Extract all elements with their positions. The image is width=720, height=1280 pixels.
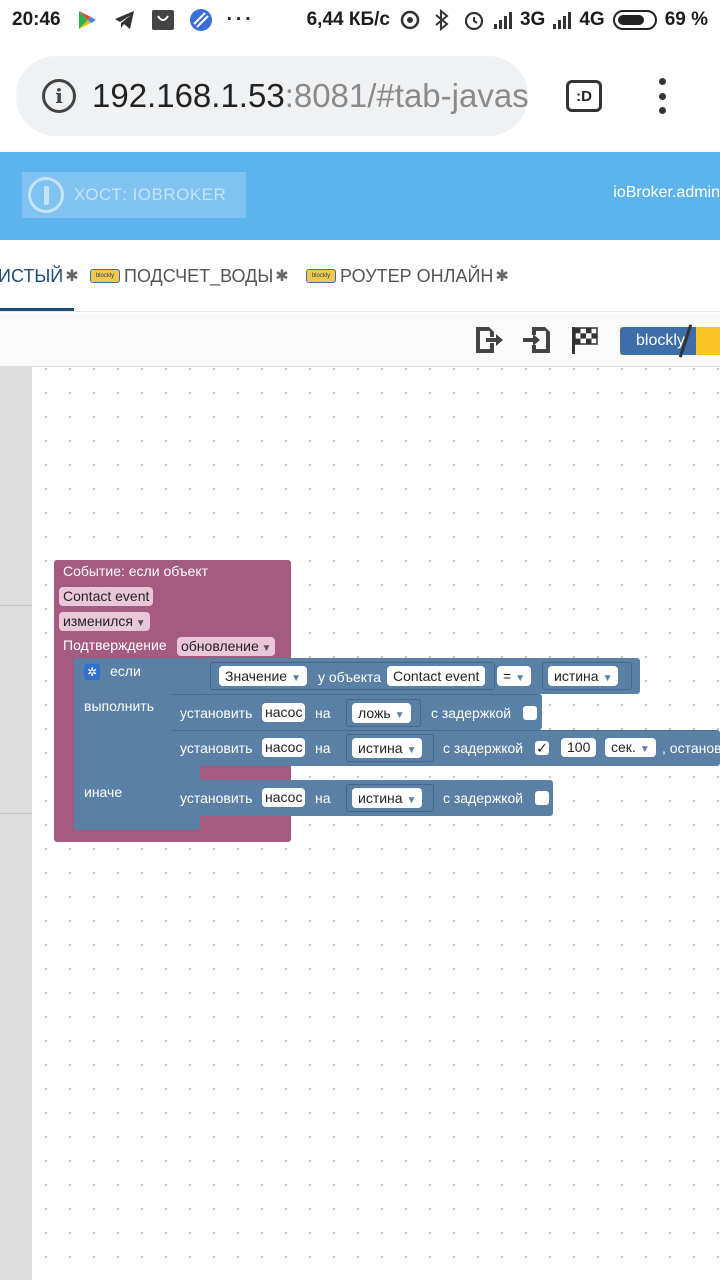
alarm-icon [464,11,484,31]
network-type-2: 4G [579,9,605,30]
set2-delay-label: с задержкой [443,740,524,756]
if-label: если [110,663,141,679]
battery-percent: 69 % [664,9,708,30]
google-play-icon [78,11,96,29]
blockly-mode-badge[interactable]: blockly [620,324,720,358]
bluetooth-icon [435,8,449,32]
set1-value-dropdown[interactable]: ложь▼ [352,703,411,723]
telegram-icon [114,11,134,29]
set1-on-label: на [315,705,331,721]
event-object-field[interactable]: Contact event [59,587,154,606]
set2-target-field[interactable]: насос [262,738,306,757]
export-icon[interactable] [474,325,504,355]
condition-rhs-dropdown[interactable]: истина▼ [548,666,619,686]
more-notifications-icon: ··· [226,9,255,30]
set3-delay-checkbox[interactable] [535,791,549,805]
do-label: выполнить [84,698,154,714]
tab-script-2[interactable]: blockly ПОДСЧЕТ_ВОДЫ ✱ [90,240,289,312]
event-condition-dropdown[interactable]: изменился [59,612,150,631]
set3-label: установить [180,790,253,806]
tab-label: РОУТЕР ОНЛАЙН [340,265,494,286]
network-type-1: 3G [519,9,546,30]
event-ack-label: Подтверждение [63,637,167,653]
gear-icon[interactable]: ✲ [84,664,100,680]
address-bar[interactable]: i 192.168.1.53:8081/#tab-javas [16,56,528,136]
import-icon[interactable] [522,325,552,355]
status-time: 20:46 [12,9,61,30]
set2-delay-checkbox[interactable]: ✓ [535,740,549,756]
set2-tail-label: , останов [662,740,720,756]
set1-delay-label: с задержкой [431,705,512,721]
app-icon [189,9,212,31]
tab-label: ПОДСЧЕТ_ВОДЫ [124,265,274,286]
host-selector[interactable]: ХОСТ: IOBROKER [22,172,246,218]
active-tab-indicator [0,308,74,311]
blockly-badge-icon: blockly [90,269,120,283]
condition-object-field[interactable]: Contact event [387,666,486,686]
set2-delay-unit-dropdown[interactable]: сек.▼ [605,738,656,757]
condition-operator-dropdown[interactable]: =▼ [497,666,532,686]
set3-target-field[interactable]: насос [262,788,306,807]
set3-delay-label: с задержкой [443,790,524,806]
tab-switcher-button[interactable]: :D [566,80,602,112]
url-path: :8081/#tab-javas [284,77,528,114]
app-header: ХОСТ: IOBROKER ioBroker.admin [0,152,720,240]
browser-toolbar: i 192.168.1.53:8081/#tab-javas :D [0,40,720,152]
tab-script-1[interactable]: ИСТЫЙ ✱ [0,240,79,312]
script-tabs: ИСТЫЙ ✱ blockly ПОДСЧЕТ_ВОДЫ ✱ blockly Р… [0,240,720,312]
shopping-bag-icon [151,10,174,30]
else-label: иначе [84,784,123,800]
set3-on-label: на [315,790,331,806]
hotspot-icon [400,10,420,30]
set2-on-label: на [315,740,331,756]
set1-delay-checkbox[interactable] [523,706,537,720]
set1-label: установить [180,705,253,721]
signal-1-icon [493,11,512,29]
battery-icon [612,10,657,30]
tab-script-3[interactable]: blockly РОУТЕР ОНЛАЙН ✱ [306,240,509,312]
set1-target-field[interactable]: насос [262,703,306,722]
condition-of-object-label: у объекта [318,669,382,685]
status-bar: 20:46 ··· 6,44 КБ/с 3G 4G 69 % [0,0,720,40]
set2-value-dropdown[interactable]: истина▼ [352,738,423,758]
browser-menu-icon[interactable] [654,78,670,114]
host-label: ХОСТ: IOBROKER [74,185,227,204]
tab-label: ИСТЫЙ [0,265,64,286]
close-tab-icon[interactable]: ✱ [495,268,509,285]
condition-value-dropdown[interactable]: Значение▼ [219,666,307,686]
event-ack-dropdown[interactable]: обновление [177,637,276,656]
blockly-badge-icon: blockly [306,269,336,283]
close-tab-icon[interactable]: ✱ [275,268,289,285]
network-speed: 6,44 КБ/с [306,9,390,30]
checkered-flag-icon[interactable] [570,325,600,355]
event-title: Событие: если объект [63,563,209,579]
site-info-icon[interactable]: i [42,79,76,113]
iobroker-logo-icon [28,177,64,213]
workspace-sidebar[interactable] [0,367,32,1280]
editor-toolbar: blockly [0,313,720,367]
set3-value-dropdown[interactable]: истина▼ [352,788,423,808]
signal-2-icon [553,11,572,29]
set2-delay-amount-field[interactable]: 100 [561,738,597,757]
set2-label: установить [180,740,253,756]
close-tab-icon[interactable]: ✱ [65,268,79,285]
url-host: 192.168.1.53 [92,77,285,114]
user-label[interactable]: ioBroker.admin [613,184,720,201]
